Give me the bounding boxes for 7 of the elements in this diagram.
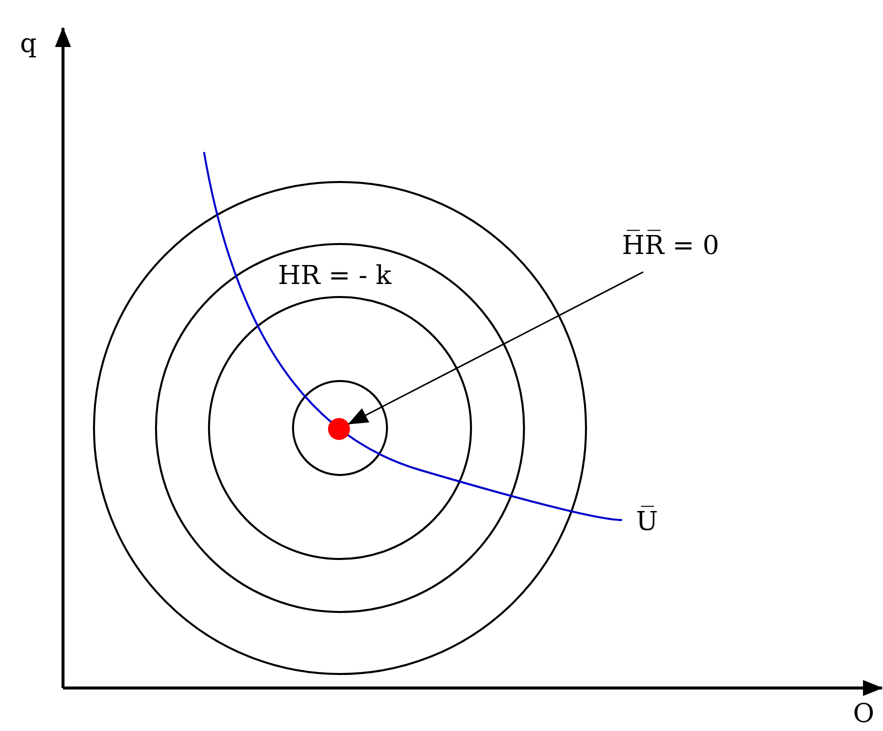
point-marker bbox=[328, 418, 350, 440]
axis-label: q bbox=[20, 30, 37, 59]
contour-label: HR = - k bbox=[278, 262, 392, 291]
annotation-text: H̅R̅ = 0 bbox=[622, 232, 720, 261]
axis-label: O bbox=[853, 700, 874, 729]
leader-arrow bbox=[348, 271, 644, 425]
curve-label: U̅ bbox=[636, 508, 658, 537]
